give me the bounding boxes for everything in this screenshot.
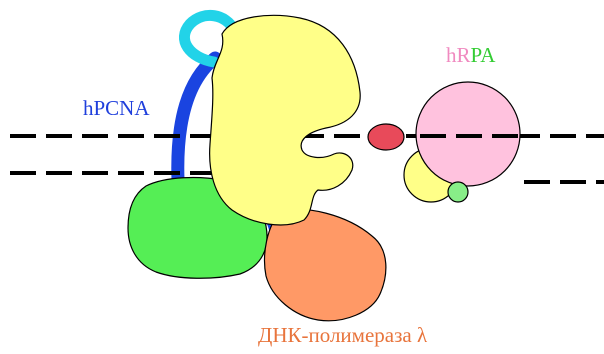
polymerase-label: ДНК-полимераза λ [258, 323, 428, 347]
rpa-label-pa: PA [471, 43, 497, 67]
pcna-ring-arc [171, 51, 222, 187]
red-blob [367, 123, 405, 151]
pcna-label: hPCNA [83, 96, 150, 120]
pcna-cyan-loop [179, 10, 240, 68]
rpa-small-green-sphere [447, 181, 469, 203]
rpa-label-r: R [457, 43, 471, 67]
rpa-label: hRPA [446, 43, 496, 67]
orange-domain [263, 208, 387, 322]
yellow-polymerase-domain [209, 14, 361, 226]
rpa-label-h: h [446, 43, 457, 67]
